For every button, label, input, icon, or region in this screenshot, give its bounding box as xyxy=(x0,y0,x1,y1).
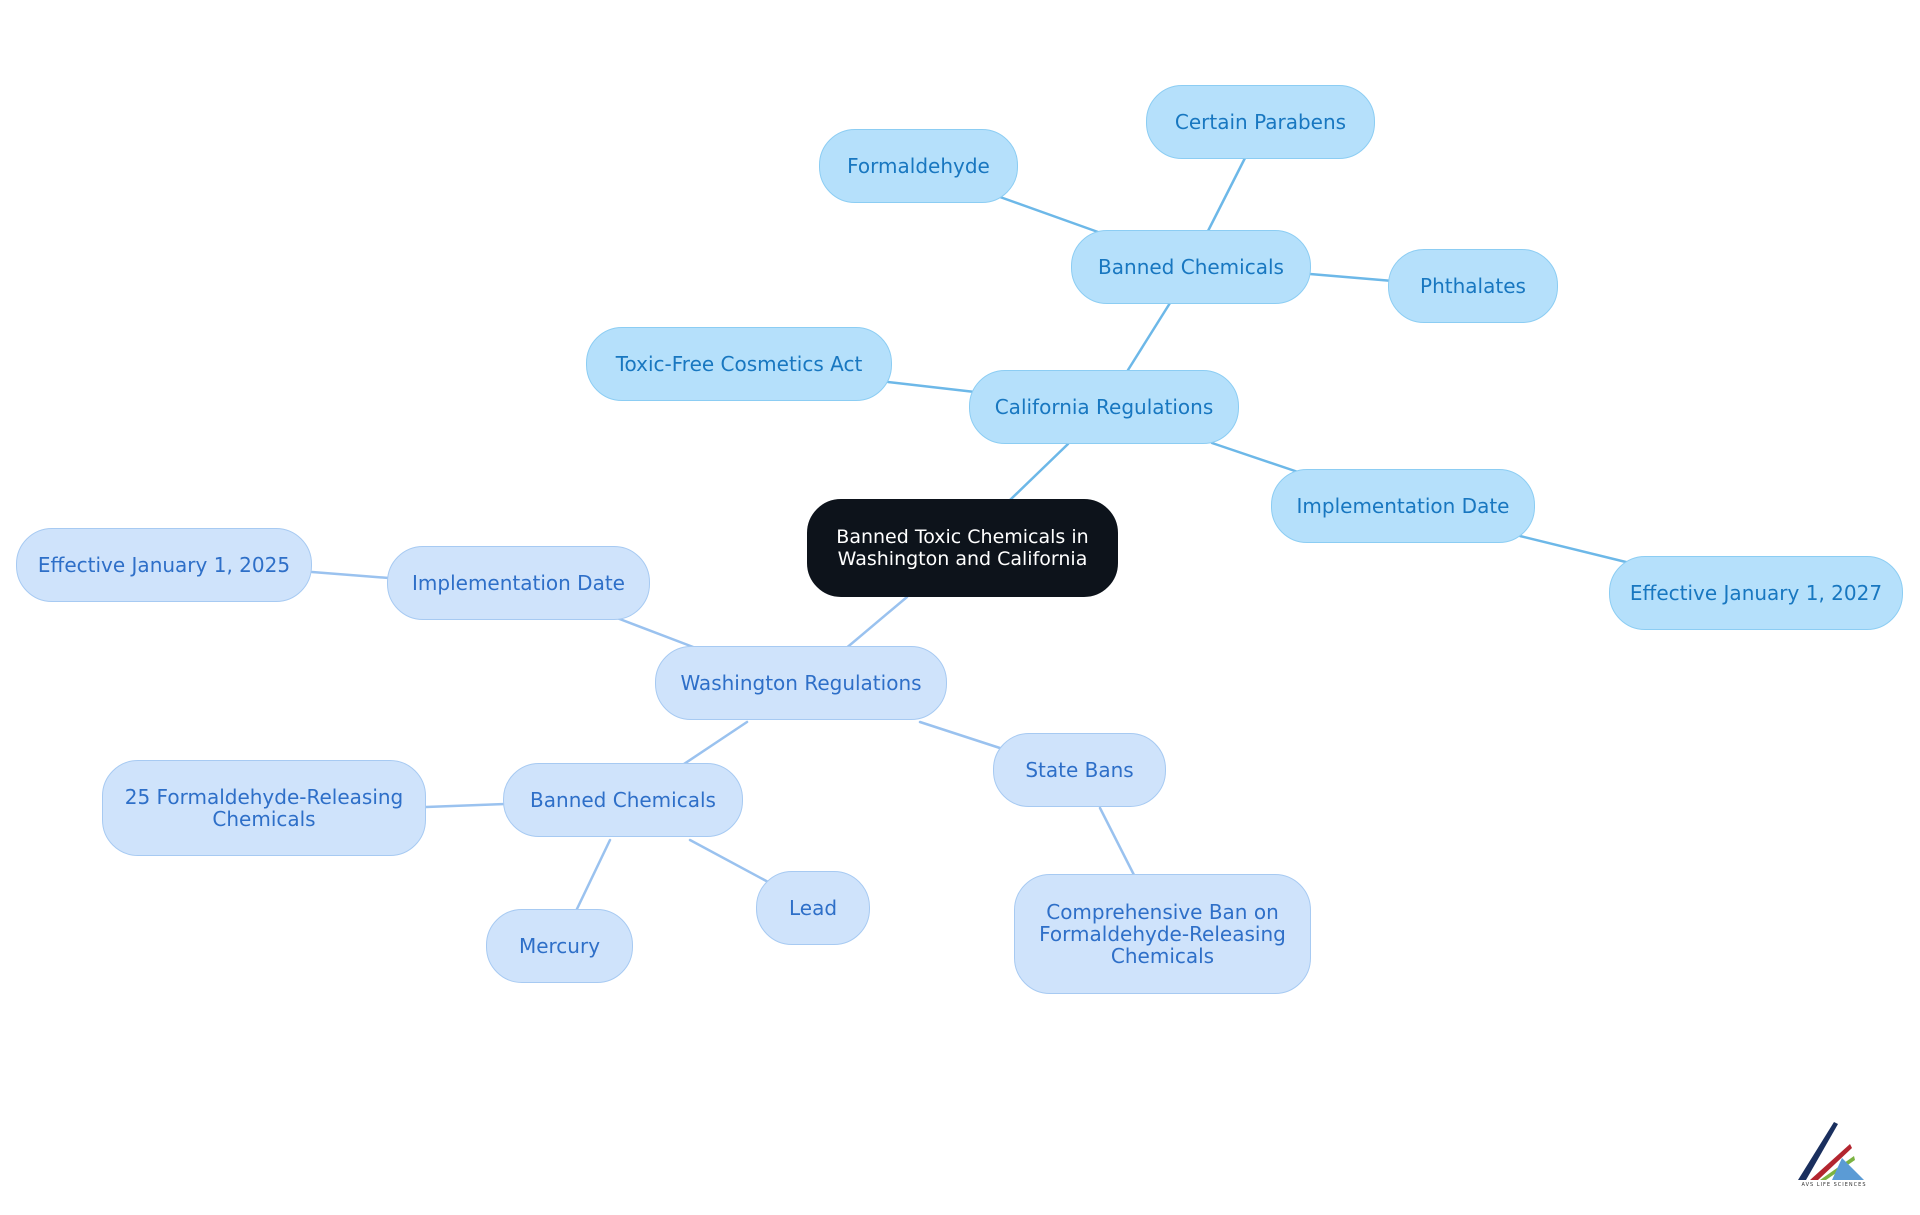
edge-wa-banned-lead xyxy=(688,838,772,885)
edge-wa-banned-25 xyxy=(424,802,507,809)
edge-root-washington xyxy=(842,595,909,652)
phthalates-label: Phthalates xyxy=(1420,274,1526,298)
washington-implementation-date-node[interactable]: Implementation Date xyxy=(387,546,650,620)
edge-washington-statebans xyxy=(918,720,1008,752)
washington-banned-chemicals-node[interactable]: Banned Chemicals xyxy=(503,763,743,837)
edge-root-california xyxy=(1008,442,1070,502)
root-label: Banned Toxic Chemicals in Washington and… xyxy=(836,526,1089,570)
edge-california-act xyxy=(886,380,977,394)
edge-wa-impl-date xyxy=(310,570,391,580)
california-regulations-label: California Regulations xyxy=(994,395,1214,419)
california-banned-chemicals-label: Banned Chemicals xyxy=(1098,255,1284,279)
edge-washington-banned xyxy=(676,720,749,770)
edge-wa-banned-mercury xyxy=(574,838,612,913)
california-regulations-node[interactable]: California Regulations xyxy=(969,370,1239,444)
formaldehyde-releasing-chemicals-node[interactable]: 25 Formaldehyde-Releasing Chemicals xyxy=(102,760,426,856)
logo-blue-stroke xyxy=(1832,1158,1864,1180)
edge-wa-statebans-detail xyxy=(1098,806,1136,877)
certain-parabens-node[interactable]: Certain Parabens xyxy=(1146,85,1375,159)
lead-label: Lead xyxy=(788,896,838,920)
edge-ca-banned-parabens xyxy=(1206,156,1247,233)
avs-logo-icon xyxy=(1798,1122,1864,1180)
state-bans-node[interactable]: State Bans xyxy=(993,733,1166,807)
logo-red-stroke xyxy=(1810,1144,1852,1180)
effective-2025-label: Effective January 1, 2025 xyxy=(37,553,291,577)
effective-2027-node[interactable]: Effective January 1, 2027 xyxy=(1609,556,1903,630)
lead-node[interactable]: Lead xyxy=(756,871,870,945)
formaldehyde-releasing-chemicals-label: 25 Formaldehyde-Releasing Chemicals xyxy=(124,785,404,831)
edge-california-implementation xyxy=(1210,441,1300,474)
phthalates-node[interactable]: Phthalates xyxy=(1388,249,1558,323)
effective-2027-label: Effective January 1, 2027 xyxy=(1629,581,1883,605)
effective-2025-node[interactable]: Effective January 1, 2025 xyxy=(16,528,312,602)
mercury-label: Mercury xyxy=(518,934,601,958)
edge-ca-impl-date xyxy=(1518,534,1636,566)
washington-banned-chemicals-label: Banned Chemicals xyxy=(530,788,716,812)
washington-regulations-node[interactable]: Washington Regulations xyxy=(655,646,947,720)
root-node[interactable]: Banned Toxic Chemicals in Washington and… xyxy=(807,499,1118,597)
washington-implementation-date-label: Implementation Date xyxy=(412,571,625,595)
formaldehyde-label: Formaldehyde xyxy=(847,154,990,178)
california-implementation-date-label: Implementation Date xyxy=(1296,494,1510,518)
edge-california-banned xyxy=(1126,301,1172,372)
california-implementation-date-node[interactable]: Implementation Date xyxy=(1271,469,1535,543)
washington-regulations-label: Washington Regulations xyxy=(680,671,922,695)
comprehensive-ban-node[interactable]: Comprehensive Ban on Formaldehyde-Releas… xyxy=(1014,874,1311,994)
logo-text: AVS LIFE SCIENCES xyxy=(1801,1182,1867,1188)
mercury-node[interactable]: Mercury xyxy=(486,909,633,983)
comprehensive-ban-label: Comprehensive Ban on Formaldehyde-Releas… xyxy=(1039,900,1286,968)
formaldehyde-node[interactable]: Formaldehyde xyxy=(819,129,1018,203)
california-banned-chemicals-node[interactable]: Banned Chemicals xyxy=(1071,230,1311,304)
certain-parabens-label: Certain Parabens xyxy=(1174,110,1347,134)
toxic-free-cosmetics-act-node[interactable]: Toxic-Free Cosmetics Act xyxy=(586,327,892,401)
edge-washington-implementation xyxy=(615,616,703,652)
toxic-free-cosmetics-act-label: Toxic-Free Cosmetics Act xyxy=(615,352,863,376)
state-bans-label: State Bans xyxy=(1025,758,1134,782)
edge-ca-banned-formaldehyde xyxy=(998,195,1100,234)
edge-ca-banned-phthalates xyxy=(1308,272,1395,283)
logo-navy-stroke xyxy=(1798,1122,1838,1180)
